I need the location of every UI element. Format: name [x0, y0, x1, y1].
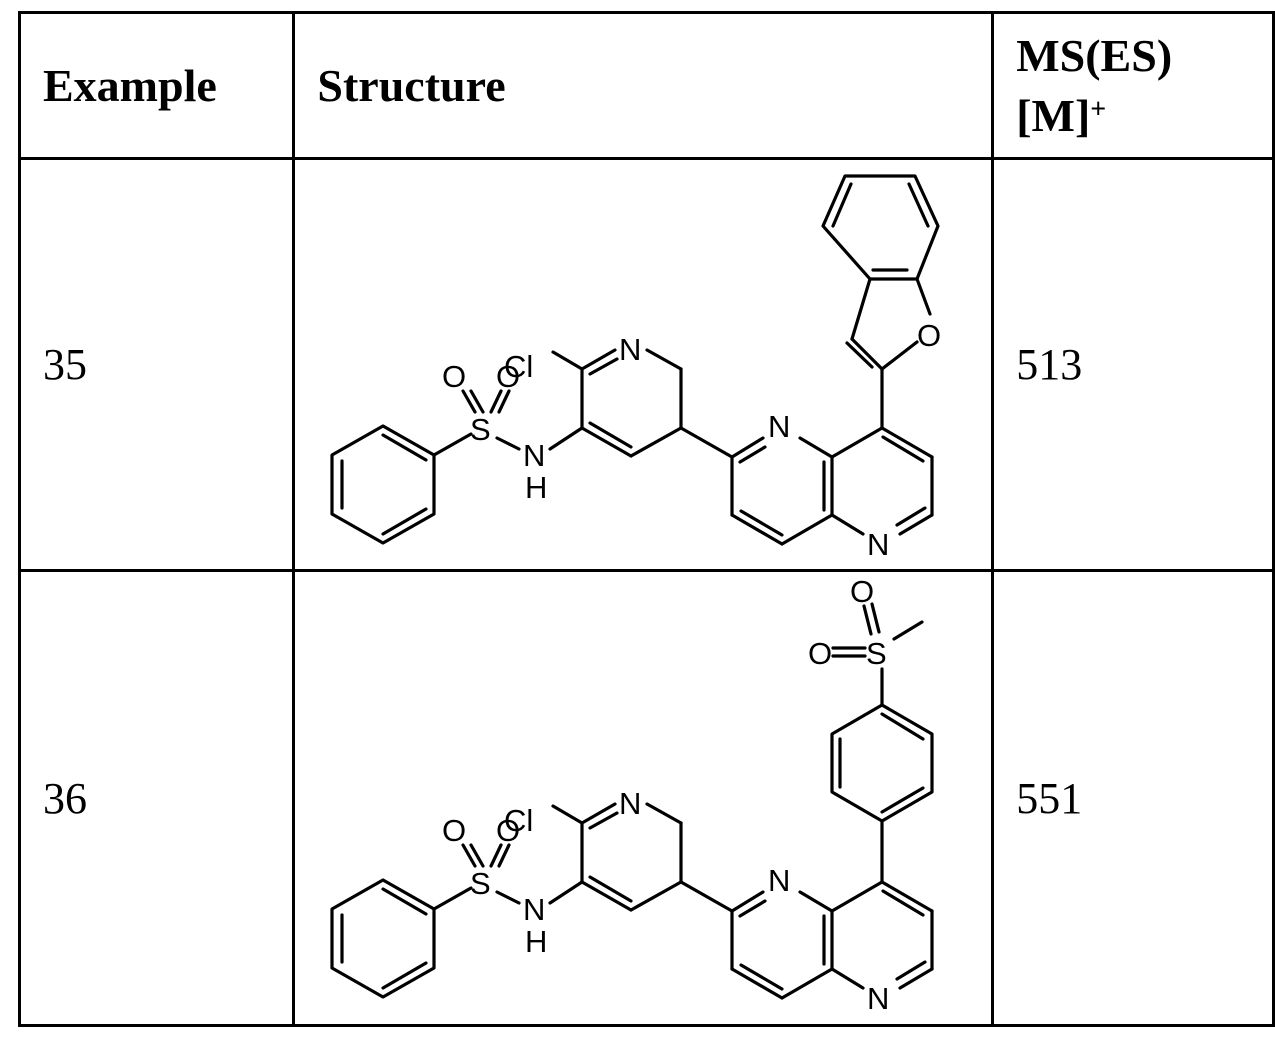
header-ms-line1: MS(ES) [1016, 30, 1172, 81]
table-row: 35 [20, 159, 1274, 571]
atom-n: N [768, 409, 790, 444]
atom-o: O [850, 574, 874, 609]
ms-value: 551 [993, 571, 1274, 1026]
table-row: 36 [20, 571, 1274, 1026]
atom-o: O [442, 813, 466, 848]
atom-o: O [808, 636, 832, 671]
atom-s: S [470, 412, 491, 447]
structure-image: Cl N O O S N H N N O [294, 159, 993, 571]
header-ms: MS(ES) [M]+ [993, 13, 1274, 159]
structure-image: Cl N O O S N H N N S O O [294, 571, 993, 1026]
compound-table: Example Structure MS(ES) [M]+ 35 [18, 11, 1275, 1027]
atom-s: S [866, 636, 887, 671]
atom-n: N [768, 863, 790, 898]
atom-o: O [917, 318, 941, 353]
header-ms-line2: [M] [1016, 90, 1090, 141]
header-structure: Structure [294, 13, 993, 159]
atom-n: N [867, 981, 889, 1016]
atom-n: N [523, 438, 545, 473]
header-row: Example Structure MS(ES) [M]+ [20, 13, 1274, 159]
ms-value: 513 [993, 159, 1274, 571]
atom-o: O [496, 813, 520, 848]
example-number: 36 [20, 571, 294, 1026]
molecule-35: Cl N O O S N H N N O [295, 160, 973, 569]
atom-h: H [525, 470, 547, 505]
header-ms-sup: + [1090, 94, 1106, 125]
example-number: 35 [20, 159, 294, 571]
atom-n: N [619, 786, 641, 821]
atom-n: N [867, 527, 889, 562]
atom-s: S [470, 866, 491, 901]
atom-o: O [442, 359, 466, 394]
molecule-36: Cl N O O S N H N N S O O [295, 572, 973, 1024]
header-example: Example [20, 13, 294, 159]
atom-n: N [619, 332, 641, 367]
atom-o: O [496, 359, 520, 394]
atom-n: N [523, 892, 545, 927]
atom-h: H [525, 924, 547, 959]
